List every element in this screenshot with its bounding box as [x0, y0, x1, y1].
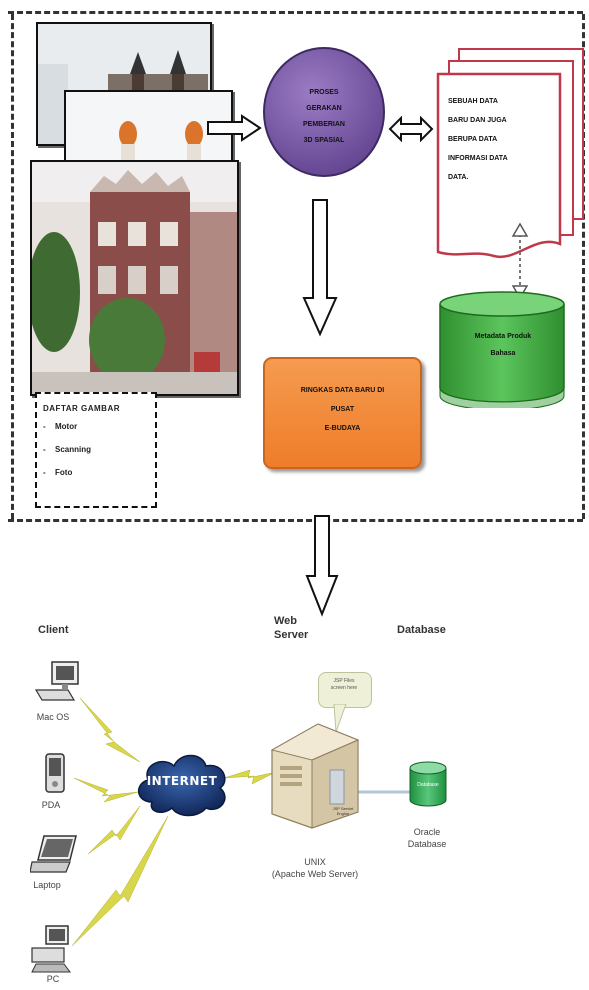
header-web-server: Web Server [274, 615, 309, 641]
photo-list: Motor Scanning Foto [41, 422, 91, 491]
document-line: BERUPA DATA [448, 136, 498, 143]
pda-icon [45, 753, 65, 793]
section-divider [8, 519, 583, 522]
photo-list-item: Foto [43, 468, 91, 477]
client-label-pda: PDA [41, 800, 61, 810]
web-server-icon [270, 723, 360, 829]
client-label-pc: PC [46, 974, 60, 984]
internet-cloud-icon [138, 754, 226, 817]
network-links [71, 697, 410, 947]
output-line: E-BUDAYA [324, 425, 361, 432]
db-inner-label: Database [417, 782, 439, 788]
double-arrow-icon [388, 116, 434, 142]
document-front-icon [436, 72, 562, 259]
output-line: PUSAT [330, 406, 355, 413]
header-client: Client [38, 624, 69, 636]
photo-list-title: DAFTAR GAMBAR [43, 404, 121, 413]
database-label: Metadata Produk Bahasa [440, 328, 566, 362]
process-line: PROSES [309, 89, 339, 96]
output-line: RINGKAS DATA BARU DI [300, 387, 385, 394]
right-border [582, 14, 585, 519]
oracle-database-icon [409, 761, 447, 807]
server-caption: UNIX (Apache Web Server) [271, 857, 359, 879]
jsp-files-bubble [318, 672, 372, 708]
servlet-engine-label: JSP Servlet Engine [332, 806, 354, 816]
client-label-laptop: Laptop [33, 880, 61, 890]
photo-list-item: Motor [43, 422, 91, 431]
desktop-computer-icon [34, 661, 79, 701]
process-circle: PROSES GERAKAN PEMBERIAN 3D SPASIAL [263, 47, 385, 177]
bubble-pointer-icon [333, 704, 347, 733]
header-database: Database [397, 624, 446, 636]
lightning-link-pda [73, 777, 139, 803]
document-text: SEBUAH DATA BARU DAN JUGA BERUPA DATA IN… [448, 92, 558, 187]
output-box: RINGKAS DATA BARU DI PUSAT E-BUDAYA [263, 357, 422, 469]
document-line: INFORMASI DATA [448, 155, 508, 162]
section-arrow-down-icon [305, 515, 339, 617]
lightning-link-macos [79, 697, 141, 763]
database-line: Metadata Produk [474, 333, 532, 340]
dotted-double-arrow-icon [511, 222, 529, 300]
photo-list-box: DAFTAR GAMBAR Motor Scanning Foto [35, 392, 157, 508]
document-line: DATA. [448, 174, 469, 181]
left-border [11, 14, 14, 519]
database-cylinder-icon [439, 291, 565, 408]
photo-building-image [32, 162, 237, 394]
lightning-link-pc [71, 815, 169, 947]
process-line: GERAKAN [306, 105, 342, 112]
photo-list-item: Scanning [43, 445, 91, 454]
lightning-link-laptop [87, 805, 141, 855]
client-label-macos: Mac OS [36, 712, 70, 722]
process-line: 3D SPASIAL [303, 137, 345, 144]
top-border [8, 11, 583, 14]
document-line: SEBUAH DATA [448, 98, 498, 105]
process-line: PEMBERIAN [302, 121, 345, 128]
document-line: BARU DAN JUGA [448, 117, 507, 124]
arrow-down-icon [302, 199, 338, 337]
arrow-right-icon [207, 114, 262, 142]
jsp-files-label: JSP Files screen here [330, 678, 358, 691]
photo-card-front [30, 160, 239, 396]
database-line: Bahasa [490, 350, 516, 357]
pc-icon [31, 925, 71, 973]
laptop-icon [30, 835, 77, 873]
oracle-caption: Oracle Database [407, 827, 447, 849]
internet-label: INTERNET [146, 774, 218, 788]
